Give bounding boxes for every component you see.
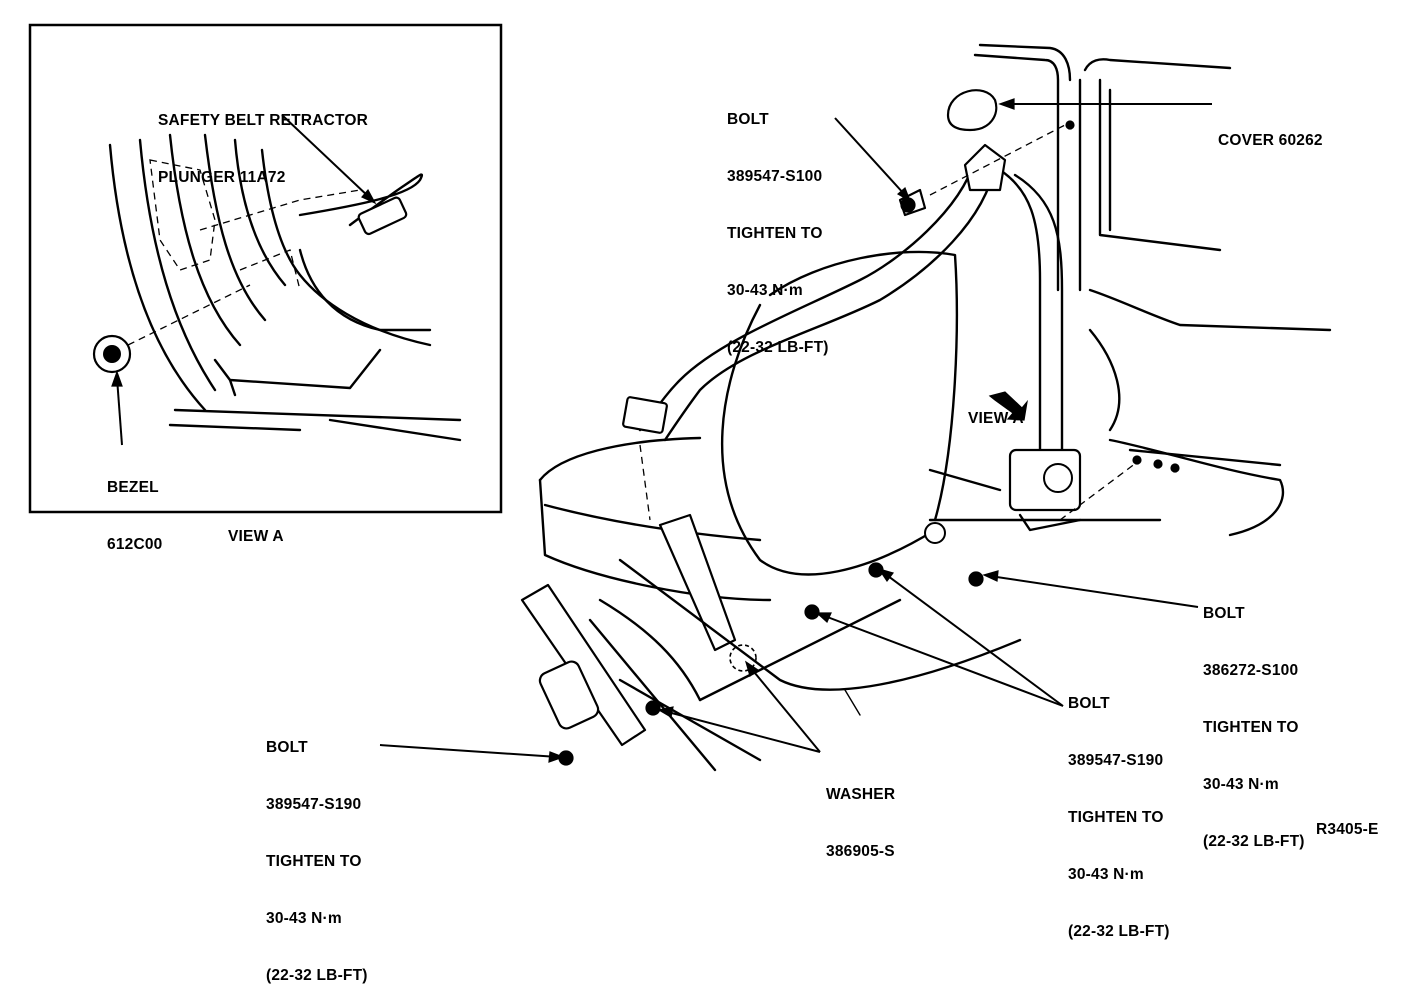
main-illustration	[379, 43, 1332, 772]
cover-label: COVER 60262	[1218, 132, 1323, 149]
view-a-pointer-label: VIEW A	[968, 410, 1024, 427]
bolt-right-label: BOLT 386272-S100 TIGHTEN TO 30-43 N·m (2…	[1203, 605, 1305, 850]
view-a-title: VIEW A	[228, 528, 284, 545]
seat-belt-installation-diagram	[28, 23, 1332, 772]
bezel-label: BEZEL 612C00	[107, 479, 163, 553]
washer-label: WASHER 386905-S	[826, 786, 896, 860]
view-a-inset	[28, 23, 503, 514]
bolt-center-label: BOLT 389547-S190 TIGHTEN TO 30-43 N·m (2…	[1068, 695, 1170, 940]
bolt-left-label: BOLT 389547-S190 TIGHTEN TO 30-43 N·m (2…	[266, 739, 368, 984]
retractor-plunger-label: SAFETY BELT RETRACTOR PLUNGER 11A72	[158, 112, 369, 186]
figure-code-label: R3405-E	[1316, 821, 1379, 838]
bolt-top-label: BOLT 389547-S100 TIGHTEN TO 30-43 N·m (2…	[727, 111, 829, 356]
